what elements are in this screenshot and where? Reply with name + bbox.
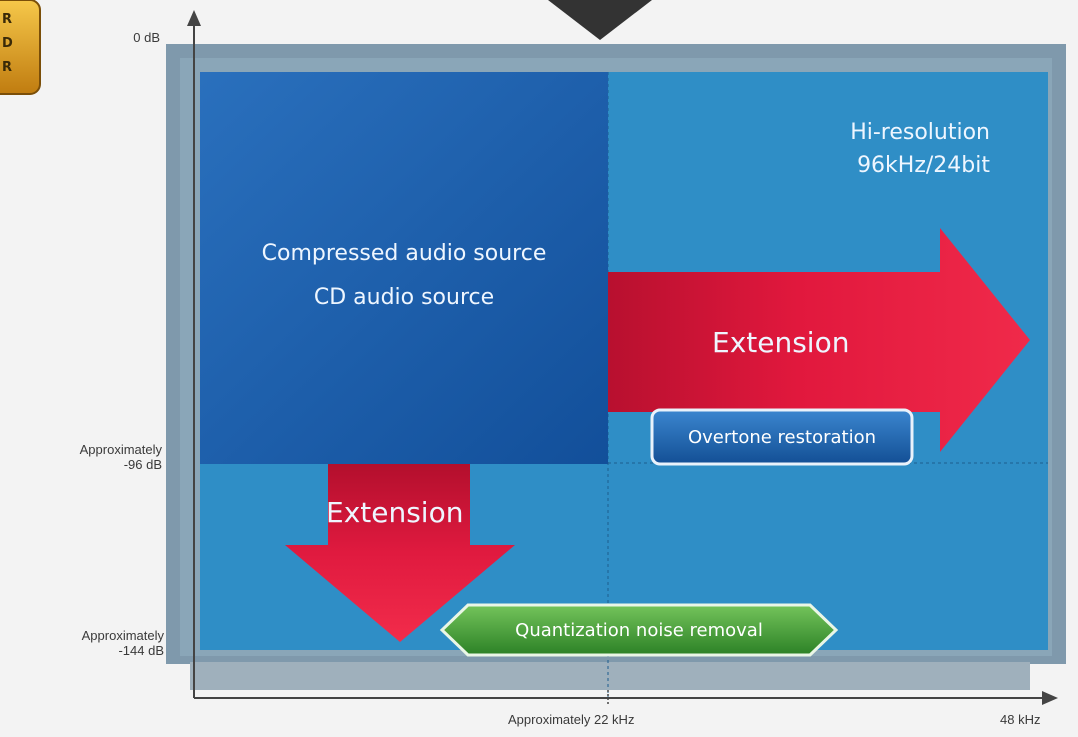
hires-label: Hi-resolution 96kHz/24bit <box>850 120 990 178</box>
source-label: Compressed audio source CD audio source <box>261 241 547 310</box>
y-label-96db: Approximately -96 dB <box>79 442 162 472</box>
logo-letter-2: D <box>2 36 13 51</box>
y-label-0db: 0 dB <box>133 30 160 45</box>
right-extension-label: Extension <box>712 326 850 359</box>
down-extension-arrow <box>285 464 515 642</box>
quantization-noise-removal-button[interactable]: Quantization noise removal <box>515 619 763 641</box>
top-chevron-shape <box>548 0 652 40</box>
logo-letter-1: R <box>2 12 13 27</box>
source-region <box>200 72 608 464</box>
y-axis-arrowhead <box>187 10 201 26</box>
logo-letter-3: R <box>2 60 13 75</box>
x-label-48khz: 48 kHz <box>1000 712 1041 727</box>
noise-pill-shape <box>439 603 839 657</box>
down-extension-label: Extension <box>326 496 464 529</box>
logo-badge-shape <box>0 0 41 95</box>
right-extension-arrow <box>608 228 1030 452</box>
y-label-144db: Approximately -144 dB <box>81 628 164 658</box>
x-label-22khz: Approximately 22 kHz <box>508 712 635 727</box>
x-axis-arrowhead <box>1042 691 1058 705</box>
bottom-strip <box>190 662 1030 690</box>
overtone-restoration-button[interactable]: Overtone restoration <box>687 426 876 448</box>
overtone-pill-shape <box>650 408 914 466</box>
